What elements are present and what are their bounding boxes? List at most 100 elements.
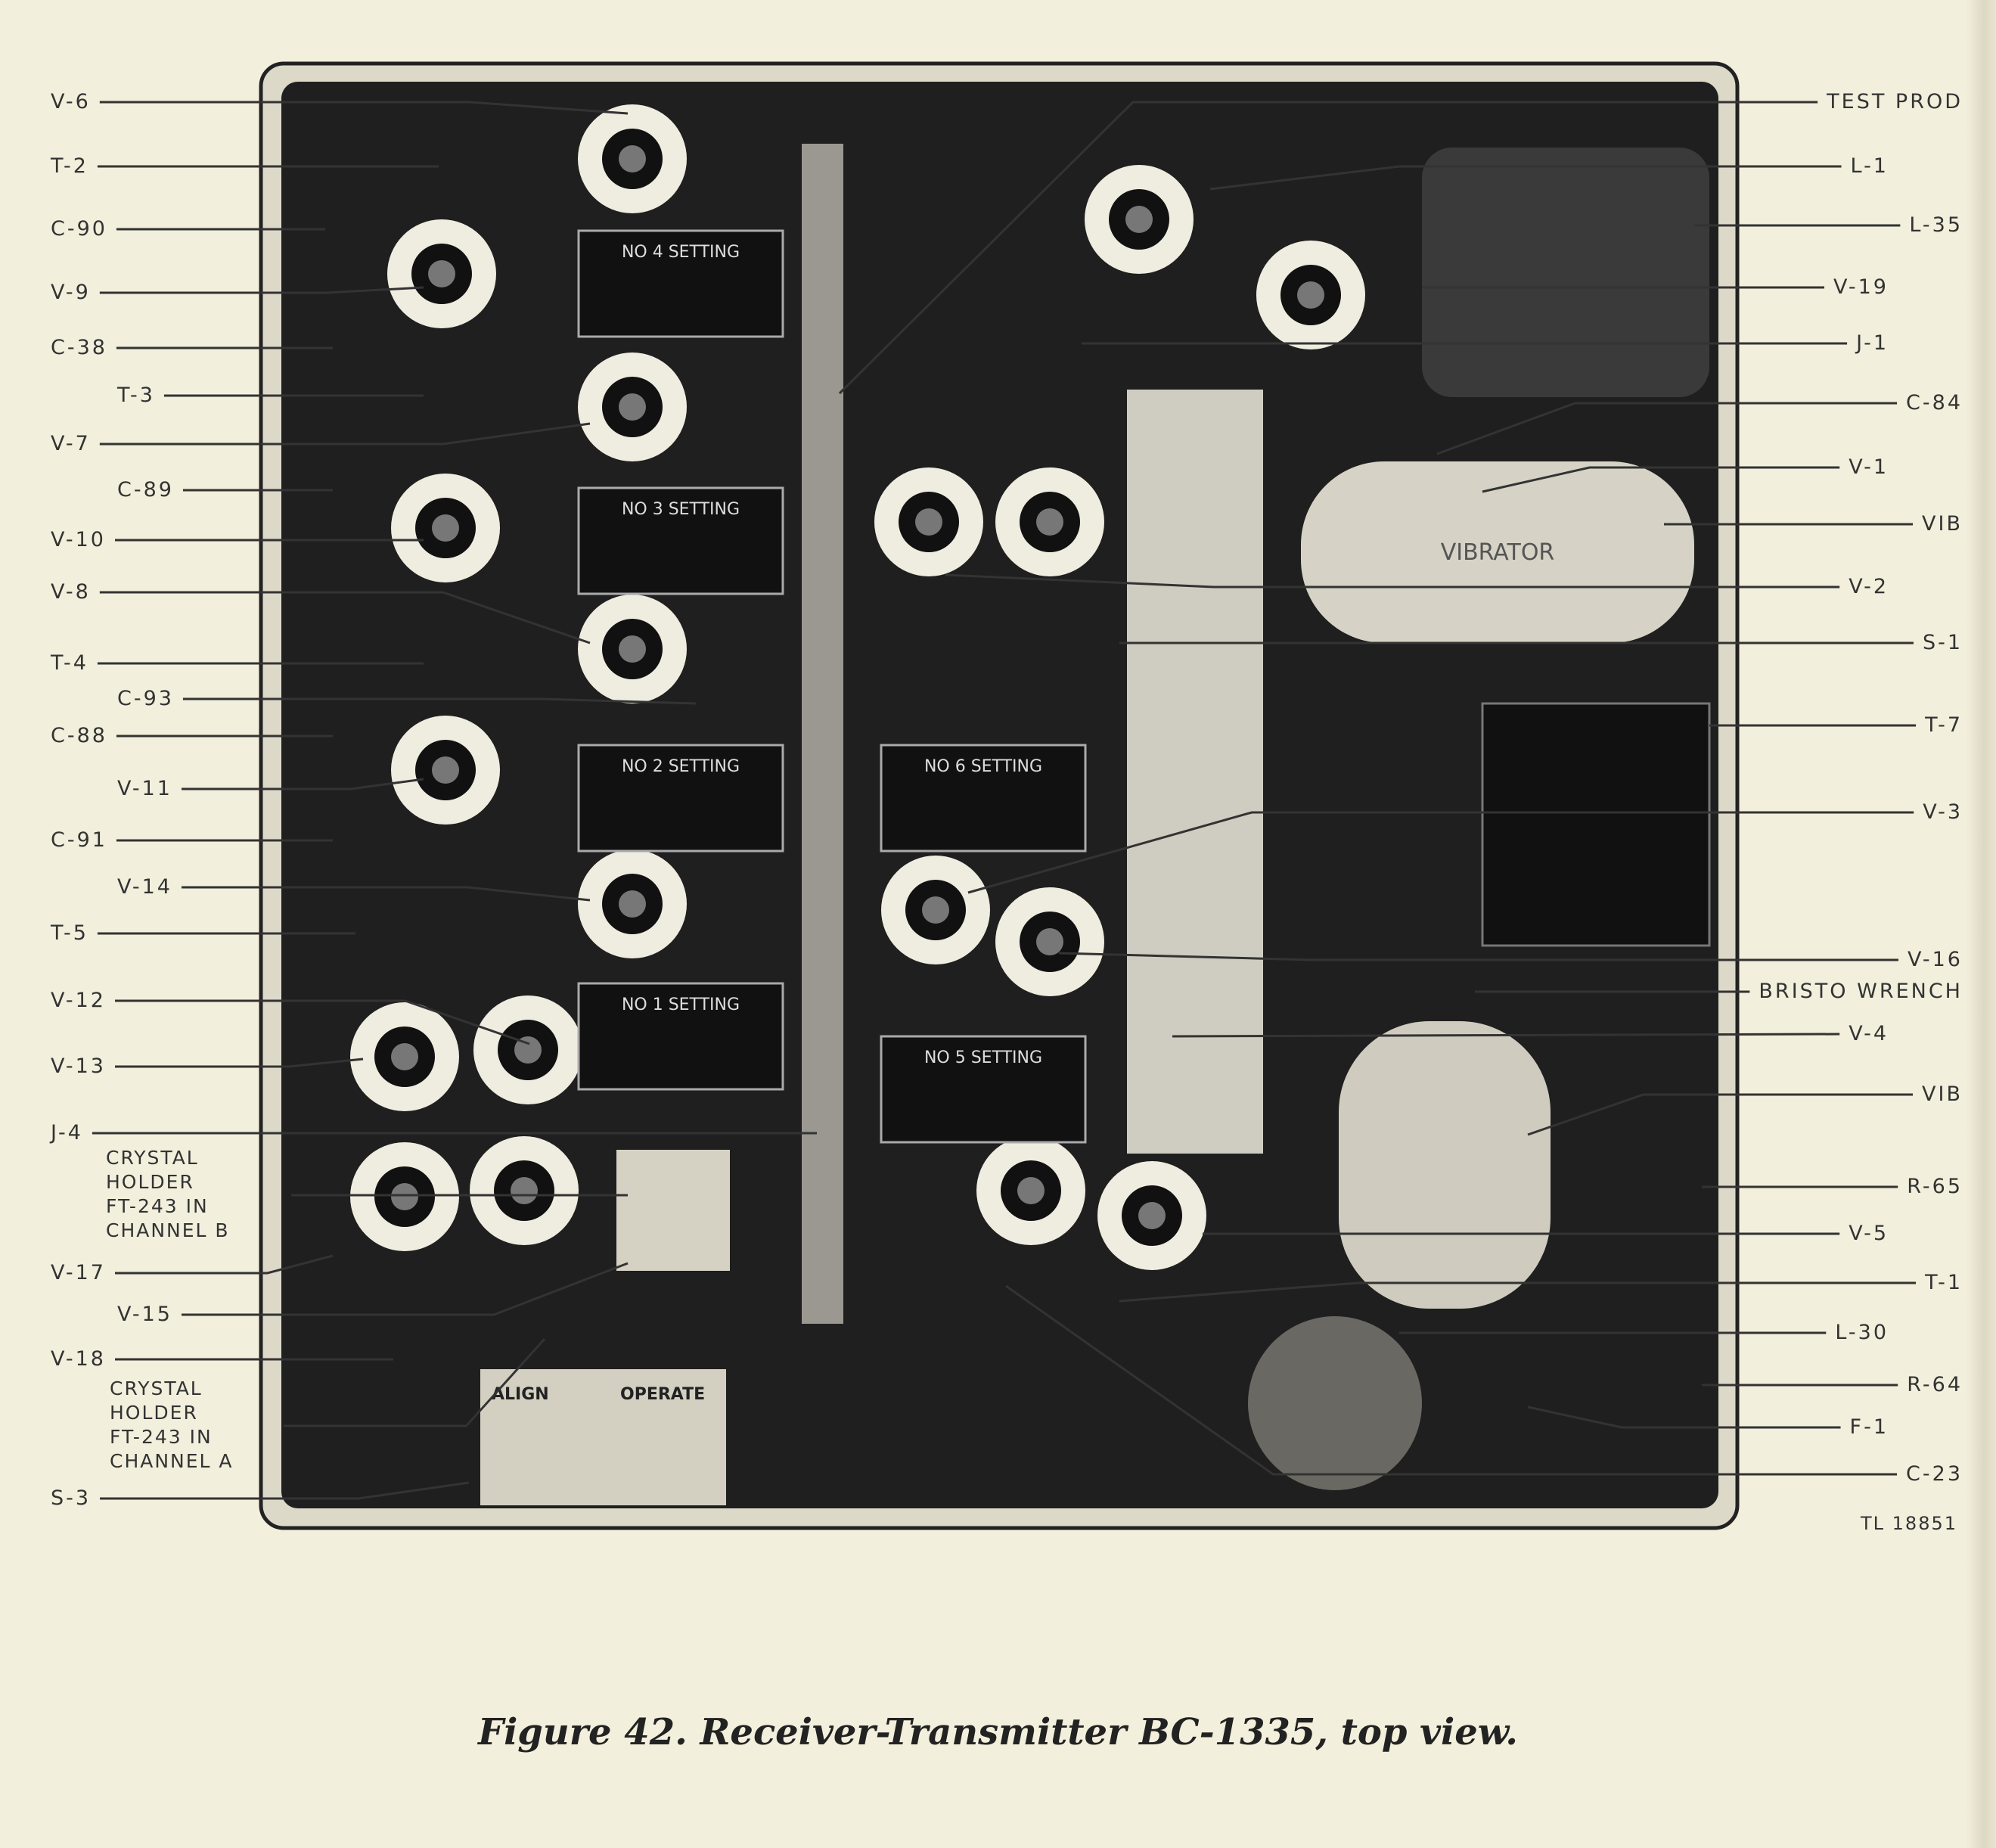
callout-label-s-1: S-1 (1922, 631, 1963, 654)
callout-label-v-2: V-2 (1849, 575, 1889, 598)
transformer-l35 (1422, 148, 1709, 397)
callout-label-c-84: C-84 (1906, 391, 1963, 415)
setting-plate (577, 486, 784, 595)
callout-label-c-93: C-93 (117, 687, 174, 710)
callout-label-s-3: S-3 (51, 1486, 92, 1510)
leader-line (182, 778, 424, 790)
leader-line (284, 1337, 546, 1427)
leader-line (99, 591, 591, 644)
vacuum-tube (619, 890, 646, 918)
setting-plate (577, 229, 784, 338)
callout-label-vib: VIB (1922, 512, 1963, 536)
setting-plate-label: NO 6 SETTING (924, 757, 1042, 776)
leader-line (1527, 1405, 1841, 1429)
crystal-b-line: CRYSTAL (106, 1147, 199, 1169)
vacuum-tube (922, 896, 949, 924)
crystal-b-line: HOLDER (106, 1171, 194, 1193)
center-divider (802, 144, 843, 1324)
leader-line (182, 886, 591, 902)
callout-label-c-91: C-91 (51, 828, 107, 852)
vacuum-tube (619, 393, 646, 421)
vacuum-tube (428, 260, 455, 287)
vacuum-tube (432, 514, 459, 542)
callout-label-t-7: T-7 (1925, 713, 1963, 737)
vacuum-tube (1125, 206, 1153, 233)
crystal-holder-channel-a-label: CRYSTAL HOLDER FT-243 IN CHANNEL A (110, 1377, 234, 1474)
switch-position-label: OPERATE (620, 1385, 705, 1404)
leader-line (99, 286, 424, 294)
leader-line (182, 1262, 629, 1316)
setting-plate (880, 744, 1087, 853)
callout-label-v-1: V-1 (1849, 455, 1889, 479)
leader-line (1482, 466, 1840, 493)
setting-plate (880, 1035, 1087, 1144)
callout-label-t-2: T-2 (51, 154, 88, 178)
callout-label-c-38: C-38 (51, 336, 107, 359)
leader-line (1172, 1033, 1840, 1038)
callout-label-t-4: T-4 (51, 651, 88, 675)
callout-label-c-23: C-23 (1906, 1462, 1963, 1486)
callout-label-t-1: T-1 (1925, 1271, 1963, 1294)
vacuum-tube (432, 756, 459, 784)
callout-label-v-8: V-8 (51, 580, 91, 604)
callout-label-v-5: V-5 (1849, 1222, 1889, 1245)
setting-plate-label: NO 4 SETTING (622, 243, 740, 262)
crystal-holder-channel-b-label: CRYSTAL HOLDER FT-243 IN CHANNEL B (106, 1146, 230, 1243)
callout-label-l-1: L-1 (1850, 154, 1889, 178)
callout-label-v-16: V-16 (1908, 948, 1963, 971)
callout-label-v-6: V-6 (51, 90, 91, 113)
crystal-b-line: FT-243 IN (106, 1195, 209, 1217)
leader-line (115, 1254, 334, 1275)
callout-label-v-12: V-12 (51, 989, 106, 1012)
callout-label-v-11: V-11 (117, 777, 172, 800)
callout-label-v-9: V-9 (51, 281, 91, 304)
crystal-b-line: CHANNEL B (106, 1219, 230, 1241)
figure-reference: TL 18851 (1861, 1513, 1958, 1534)
leader-line (1119, 1281, 1917, 1303)
leader-line (99, 422, 591, 446)
callout-label-f-1: F-1 (1849, 1415, 1889, 1439)
callout-label-test-prod: TEST PROD (1827, 90, 1963, 113)
leader-line (182, 697, 697, 705)
capacitor-c23 (1248, 1316, 1422, 1490)
leader-line (945, 573, 1840, 589)
vibrator-lower (1339, 1021, 1551, 1309)
vacuum-tube (511, 1177, 538, 1204)
callout-label-vib: VIB (1922, 1082, 1963, 1106)
callout-label-v-17: V-17 (51, 1261, 106, 1284)
leader-line (1209, 165, 1842, 191)
vacuum-tube (915, 508, 942, 536)
vacuum-tube (1017, 1177, 1045, 1204)
callout-label-v-15: V-15 (117, 1303, 172, 1326)
callout-label-l-35: L-35 (1909, 213, 1963, 237)
callout-label-v-7: V-7 (51, 432, 91, 455)
crystal-a-line: CHANNEL A (110, 1450, 234, 1472)
vacuum-tube (619, 635, 646, 663)
callout-label-r-64: R-64 (1907, 1373, 1963, 1396)
switch-s3 (480, 1369, 726, 1505)
crystal-a-line: HOLDER (110, 1402, 198, 1424)
page-binding-shadow (1966, 0, 1996, 1848)
callout-label-v-3: V-3 (1923, 800, 1963, 824)
leader-line (967, 811, 1914, 894)
vacuum-tube (1297, 281, 1324, 309)
crystal-a-line: CRYSTAL (110, 1377, 203, 1399)
callout-label-v-18: V-18 (51, 1347, 106, 1371)
callout-label-j-4: J-4 (51, 1121, 83, 1145)
vacuum-tube (391, 1043, 418, 1070)
leader-line (1436, 402, 1898, 455)
callout-label-t-3: T-3 (117, 384, 155, 407)
terminal-strip (1127, 390, 1263, 1154)
callout-label-r-65: R-65 (1907, 1175, 1963, 1198)
callout-label-c-89: C-89 (117, 478, 174, 502)
leader-line (100, 1481, 470, 1500)
vacuum-tube (1036, 508, 1063, 536)
setting-plate-label: NO 3 SETTING (622, 500, 740, 519)
callout-label-l-30: L-30 (1835, 1321, 1889, 1344)
callout-label-bristo-wrench: BRISTO WRENCH (1759, 980, 1963, 1003)
leader-line (1058, 952, 1898, 961)
leader-line (115, 1058, 364, 1068)
vacuum-tube (1036, 928, 1063, 955)
leader-line (99, 101, 629, 115)
